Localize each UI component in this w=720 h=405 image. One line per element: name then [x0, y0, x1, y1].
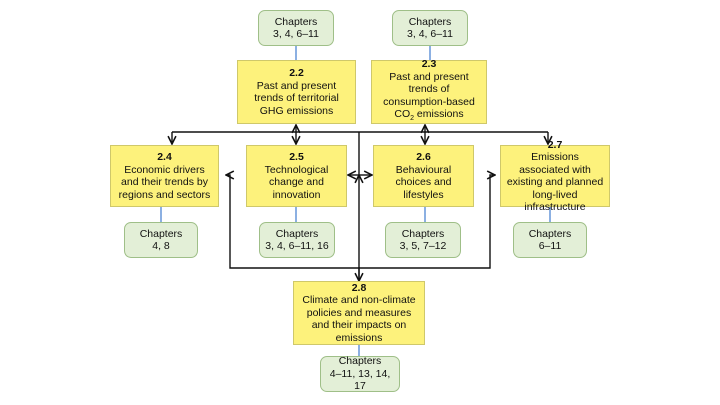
chapters-box-2-7: Chapters 6–11 [513, 222, 587, 258]
chapters-value: 3, 4, 6–11 [407, 28, 453, 40]
section-number: 2.5 [289, 151, 304, 163]
section-2-8: 2.8 Climate and non-climate policies and… [293, 281, 425, 345]
chapters-label: Chapters [528, 227, 572, 240]
chapters-value: 4–11, 13, 14, 17 [329, 367, 391, 393]
chapters-value: 6–11 [538, 240, 562, 252]
section-number: 2.2 [289, 67, 304, 79]
section-number: 2.6 [416, 151, 431, 163]
section-2-4: 2.4 Economic drivers and their trends by… [110, 145, 219, 207]
chapters-box-2-3: Chapters 3, 4, 6–11 [392, 10, 468, 46]
section-2-2: 2.2 Past and present trends of territori… [237, 60, 356, 124]
section-number: 2.3 [421, 58, 437, 71]
section-number: 2.7 [547, 138, 563, 151]
chapters-box-2-8: Chapters 4–11, 13, 14, 17 [320, 355, 400, 393]
chapters-value: 3, 4, 6–11, 16 [265, 240, 329, 252]
section-2-3: 2.3 Past and present trends of consumpti… [371, 58, 487, 124]
chapters-box-2-2: Chapters 3, 4, 6–11 [258, 10, 334, 46]
section-title: Technological change and innovation [264, 163, 329, 201]
chapters-label: Chapters [408, 15, 452, 28]
chapters-label: Chapters [139, 227, 183, 240]
chapter-links [160, 46, 551, 356]
section-number: 2.8 [351, 281, 367, 294]
chapters-label: Chapters [338, 355, 382, 368]
section-2-7: 2.7 Emissions associated with existing a… [500, 139, 610, 213]
chapters-value: 3, 4, 6–11 [273, 28, 319, 40]
section-title: Climate and non-climate policies and mea… [302, 294, 416, 344]
section-title: Past and present trends of consumption-b… [383, 70, 475, 123]
section-number: 2.4 [157, 151, 172, 163]
section-title: Behavioural choices and lifestyles [395, 163, 452, 201]
section-2-5: 2.5 Technological change and innovation [246, 145, 347, 207]
section-title: Emissions associated with existing and p… [506, 151, 604, 213]
chapters-value: 4, 8 [152, 240, 170, 252]
chapters-label: Chapters [401, 227, 445, 240]
chapters-box-2-6: Chapters 3, 5, 7–12 [385, 222, 461, 258]
chapters-box-2-4: Chapters 4, 8 [124, 222, 198, 258]
chapters-box-2-5: Chapters 3, 4, 6–11, 16 [259, 222, 335, 258]
section-title: Economic drivers and their trends by reg… [118, 163, 211, 201]
section-2-6: 2.6 Behavioural choices and lifestyles [373, 145, 474, 207]
chapters-label: Chapters [274, 15, 318, 28]
flow-arrows [172, 125, 548, 281]
chapters-value: 3, 5, 7–12 [399, 240, 447, 252]
chapters-label: Chapters [275, 227, 319, 240]
section-title: Past and present trends of territorial G… [254, 79, 339, 117]
